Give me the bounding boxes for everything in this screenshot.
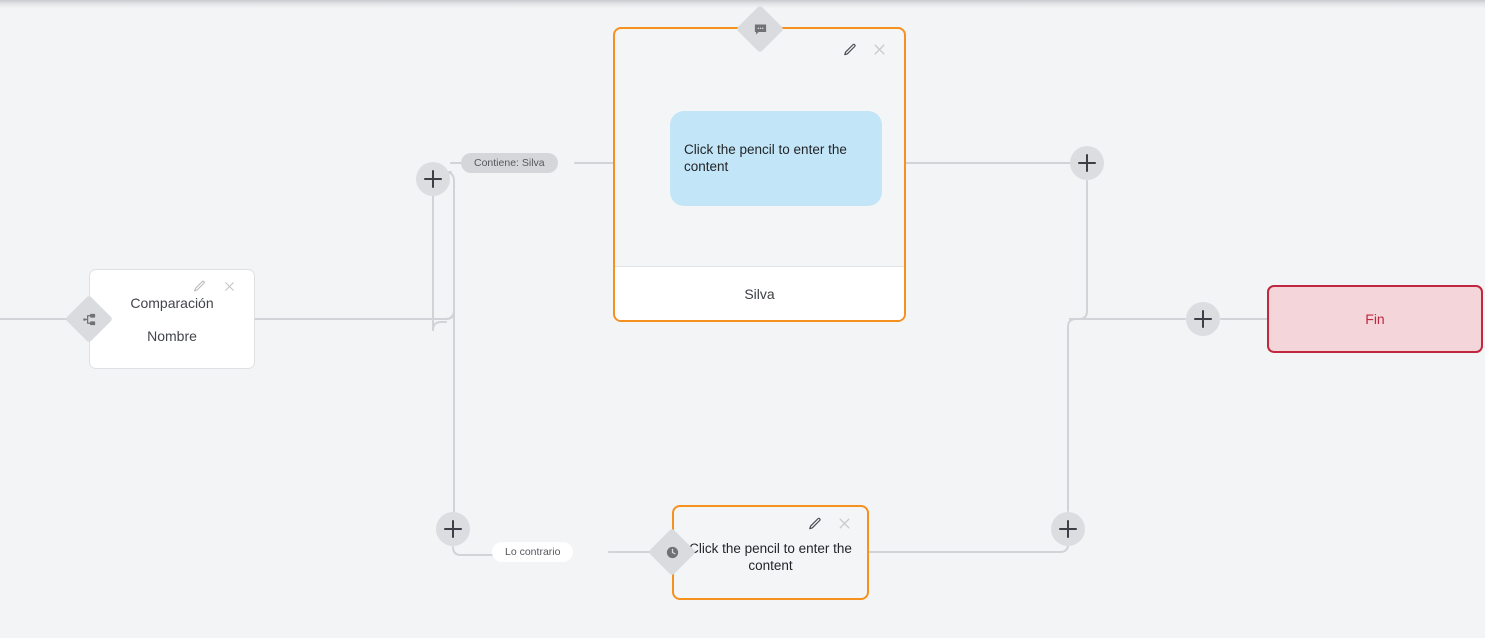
edge-plus-down-merge: [1069, 180, 1088, 320]
comparison-title: Comparación: [130, 294, 214, 311]
add-button-before-end[interactable]: [1186, 302, 1220, 336]
message-card-badge[interactable]: [735, 4, 785, 54]
edge-label-contains[interactable]: Contiene: Silva: [461, 153, 558, 173]
end-node-label: Fin: [1365, 311, 1385, 327]
edge-compare-corner-down: [445, 310, 455, 331]
edge-wait-to-plus: [868, 543, 1069, 553]
edge-compare-to-true: [253, 171, 455, 320]
edge-waitplus-up-merge: [1067, 318, 1077, 512]
pencil-icon[interactable]: [806, 515, 823, 532]
close-icon[interactable]: [871, 41, 888, 58]
wait-card-body-text: Click the pencil to enter the content: [689, 541, 852, 573]
comparison-card-actions[interactable]: [191, 278, 238, 295]
edge-label-otherwise[interactable]: Lo contrario: [492, 542, 574, 562]
window-top-strip: [0, 0, 1485, 8]
wait-card-actions[interactable]: [806, 515, 853, 532]
message-bubble-text: Click the pencil to enter the content: [684, 142, 847, 174]
message-card-footer-label: Silva: [744, 285, 775, 302]
add-button-branch-true[interactable]: [416, 162, 450, 196]
comparison-subtitle: Nombre: [147, 327, 197, 344]
clock-icon: [655, 535, 689, 569]
add-button-branch-false[interactable]: [436, 512, 470, 546]
speech-bubble-icon: [743, 12, 777, 46]
node-message-card[interactable]: Click the pencil to enter the content Si…: [613, 27, 906, 322]
node-comparison[interactable]: Comparación Nombre: [89, 269, 255, 369]
message-card-actions[interactable]: [841, 41, 888, 58]
wait-card-badge[interactable]: [647, 527, 697, 577]
node-end[interactable]: Fin: [1267, 285, 1483, 353]
close-icon[interactable]: [836, 515, 853, 532]
message-card-footer[interactable]: Silva: [615, 266, 904, 320]
add-button-after-message[interactable]: [1070, 146, 1104, 180]
message-bubble[interactable]: Click the pencil to enter the content: [670, 111, 882, 206]
edge-true-join: [432, 321, 447, 331]
node-wait-card[interactable]: Click the pencil to enter the content: [672, 505, 869, 600]
pencil-icon[interactable]: [191, 278, 208, 295]
close-icon[interactable]: [221, 278, 238, 295]
pencil-icon[interactable]: [841, 41, 858, 58]
sitemap-branch-icon: [72, 302, 106, 336]
comparison-badge[interactable]: [64, 294, 114, 344]
edge-false-to-label: [452, 546, 493, 556]
add-button-after-wait[interactable]: [1051, 512, 1085, 546]
